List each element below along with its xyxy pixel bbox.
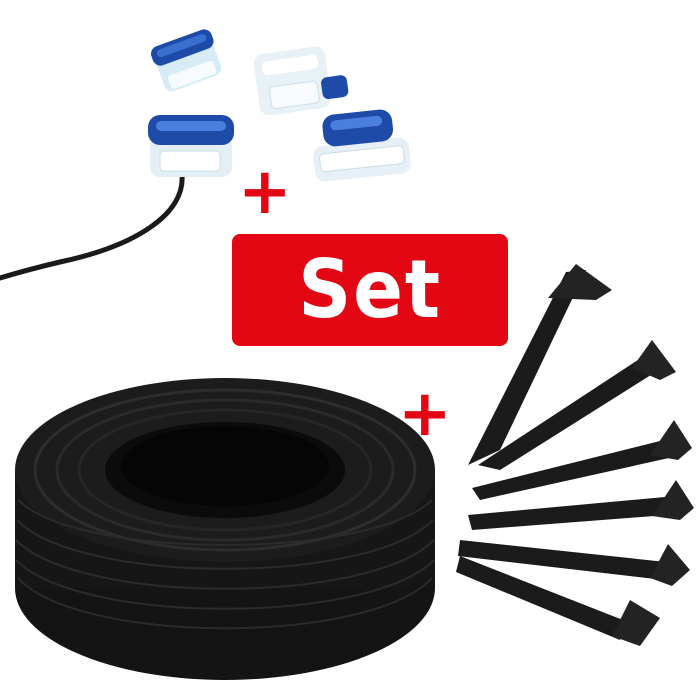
set-badge: Set bbox=[232, 234, 508, 346]
wire-connector-icon bbox=[253, 46, 349, 116]
set-label: Set bbox=[298, 243, 442, 336]
plus-sign: + bbox=[398, 377, 452, 451]
ground-peg-icon bbox=[456, 556, 660, 646]
wire-connector-icon bbox=[151, 29, 222, 92]
cable-icon bbox=[0, 172, 185, 281]
wire-connector-icon bbox=[313, 109, 411, 182]
ground-peg-icon bbox=[468, 264, 612, 465]
ground-peg-icon bbox=[458, 540, 690, 586]
ground-peg-icon bbox=[478, 340, 676, 470]
plus-sign: + bbox=[238, 155, 292, 229]
ground-peg-icon bbox=[472, 420, 692, 500]
wire-connector-icon bbox=[148, 115, 234, 177]
ground-peg-icon bbox=[468, 480, 694, 530]
